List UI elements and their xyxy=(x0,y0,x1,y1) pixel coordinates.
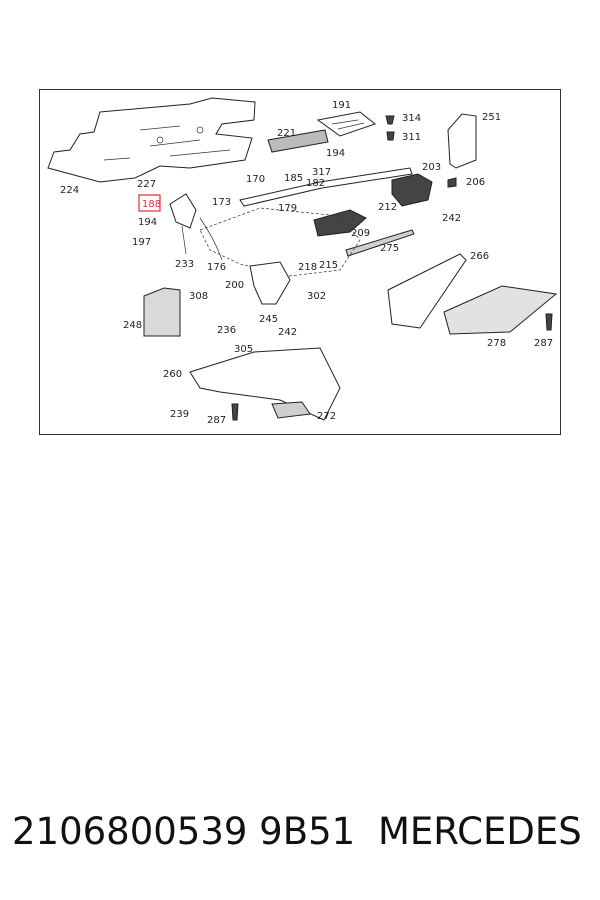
callout-209: 209 xyxy=(351,228,370,239)
callout-194-left: 194 xyxy=(138,217,157,228)
part-224-insulation-mat xyxy=(47,97,256,183)
callout-194-top: 194 xyxy=(326,148,345,159)
callout-248: 248 xyxy=(123,320,142,331)
callout-275: 275 xyxy=(380,243,399,254)
callout-260: 260 xyxy=(163,369,182,380)
part-176-duct xyxy=(199,217,223,261)
callout-212: 212 xyxy=(378,202,397,213)
callout-287-right: 287 xyxy=(534,338,553,349)
part-251-side-cover xyxy=(447,113,477,169)
callout-302: 302 xyxy=(307,291,326,302)
callout-239: 239 xyxy=(170,409,189,420)
callout-236: 236 xyxy=(217,325,236,336)
parts-diagram: 191 314 311 251 221 194 203 206 224 227 … xyxy=(39,89,561,435)
part-200-bracket xyxy=(249,261,291,305)
callout-266: 266 xyxy=(470,251,489,262)
callout-233: 233 xyxy=(175,259,194,270)
callout-224: 224 xyxy=(60,185,79,196)
callout-305: 305 xyxy=(234,344,253,355)
exploded-view-drawing: 191 314 311 251 221 194 203 206 224 227 … xyxy=(47,97,558,426)
product-caption: 2106800539 9B51 MERCEDES xyxy=(0,810,600,860)
highlight-box-188 xyxy=(138,194,161,212)
part-203-air-vent xyxy=(391,173,433,207)
part-248-knee-cover xyxy=(143,287,181,337)
part-233-rod xyxy=(181,225,187,255)
callout-203: 203 xyxy=(422,162,441,173)
callout-221: 221 xyxy=(277,128,296,139)
callout-200: 200 xyxy=(225,280,244,291)
part-number: 2106800539 9B51 xyxy=(12,810,356,853)
callout-206: 206 xyxy=(466,177,485,188)
callout-314: 314 xyxy=(402,113,421,124)
part-209-center-vent xyxy=(313,209,367,237)
part-dash-top-strip xyxy=(239,167,413,207)
part-278-glovebox-lid xyxy=(443,285,558,335)
part-311-clip xyxy=(386,131,395,141)
callout-287-left: 287 xyxy=(207,415,226,426)
part-260-lower-trim xyxy=(189,347,341,421)
callout-308: 308 xyxy=(189,291,208,302)
callout-179: 179 xyxy=(278,203,297,214)
callout-176: 176 xyxy=(207,262,226,273)
callout-272: 272 xyxy=(317,411,336,422)
part-206-screw xyxy=(447,177,457,188)
callout-182: 182 xyxy=(306,178,325,189)
part-191-grille xyxy=(316,111,377,137)
brand-name: MERCEDES xyxy=(378,810,582,853)
callout-191: 191 xyxy=(332,100,351,111)
callout-317: 317 xyxy=(312,167,331,178)
callout-227: 227 xyxy=(137,179,156,190)
part-275-trim-strip xyxy=(345,229,415,257)
callout-242-right: 242 xyxy=(442,213,461,224)
callout-311: 311 xyxy=(402,132,421,143)
callout-215: 215 xyxy=(319,260,338,271)
callout-173: 173 xyxy=(212,197,231,208)
callout-278: 278 xyxy=(487,338,506,349)
callout-170: 170 xyxy=(246,174,265,185)
part-287-screw-left xyxy=(231,403,239,421)
part-221-panel xyxy=(267,129,329,153)
callout-242-lower: 242 xyxy=(278,327,297,338)
part-287-screw-right xyxy=(545,313,553,331)
callout-251: 251 xyxy=(482,112,501,123)
callout-245: 245 xyxy=(259,314,278,325)
part-314-clip xyxy=(385,115,395,125)
callout-197: 197 xyxy=(132,237,151,248)
callout-188: 188 xyxy=(142,199,161,210)
callout-218: 218 xyxy=(298,262,317,273)
part-188-side-trim xyxy=(169,193,197,229)
callout-185: 185 xyxy=(284,173,303,184)
part-266-glovebox-panel xyxy=(387,253,467,329)
part-272-pad xyxy=(271,401,311,419)
